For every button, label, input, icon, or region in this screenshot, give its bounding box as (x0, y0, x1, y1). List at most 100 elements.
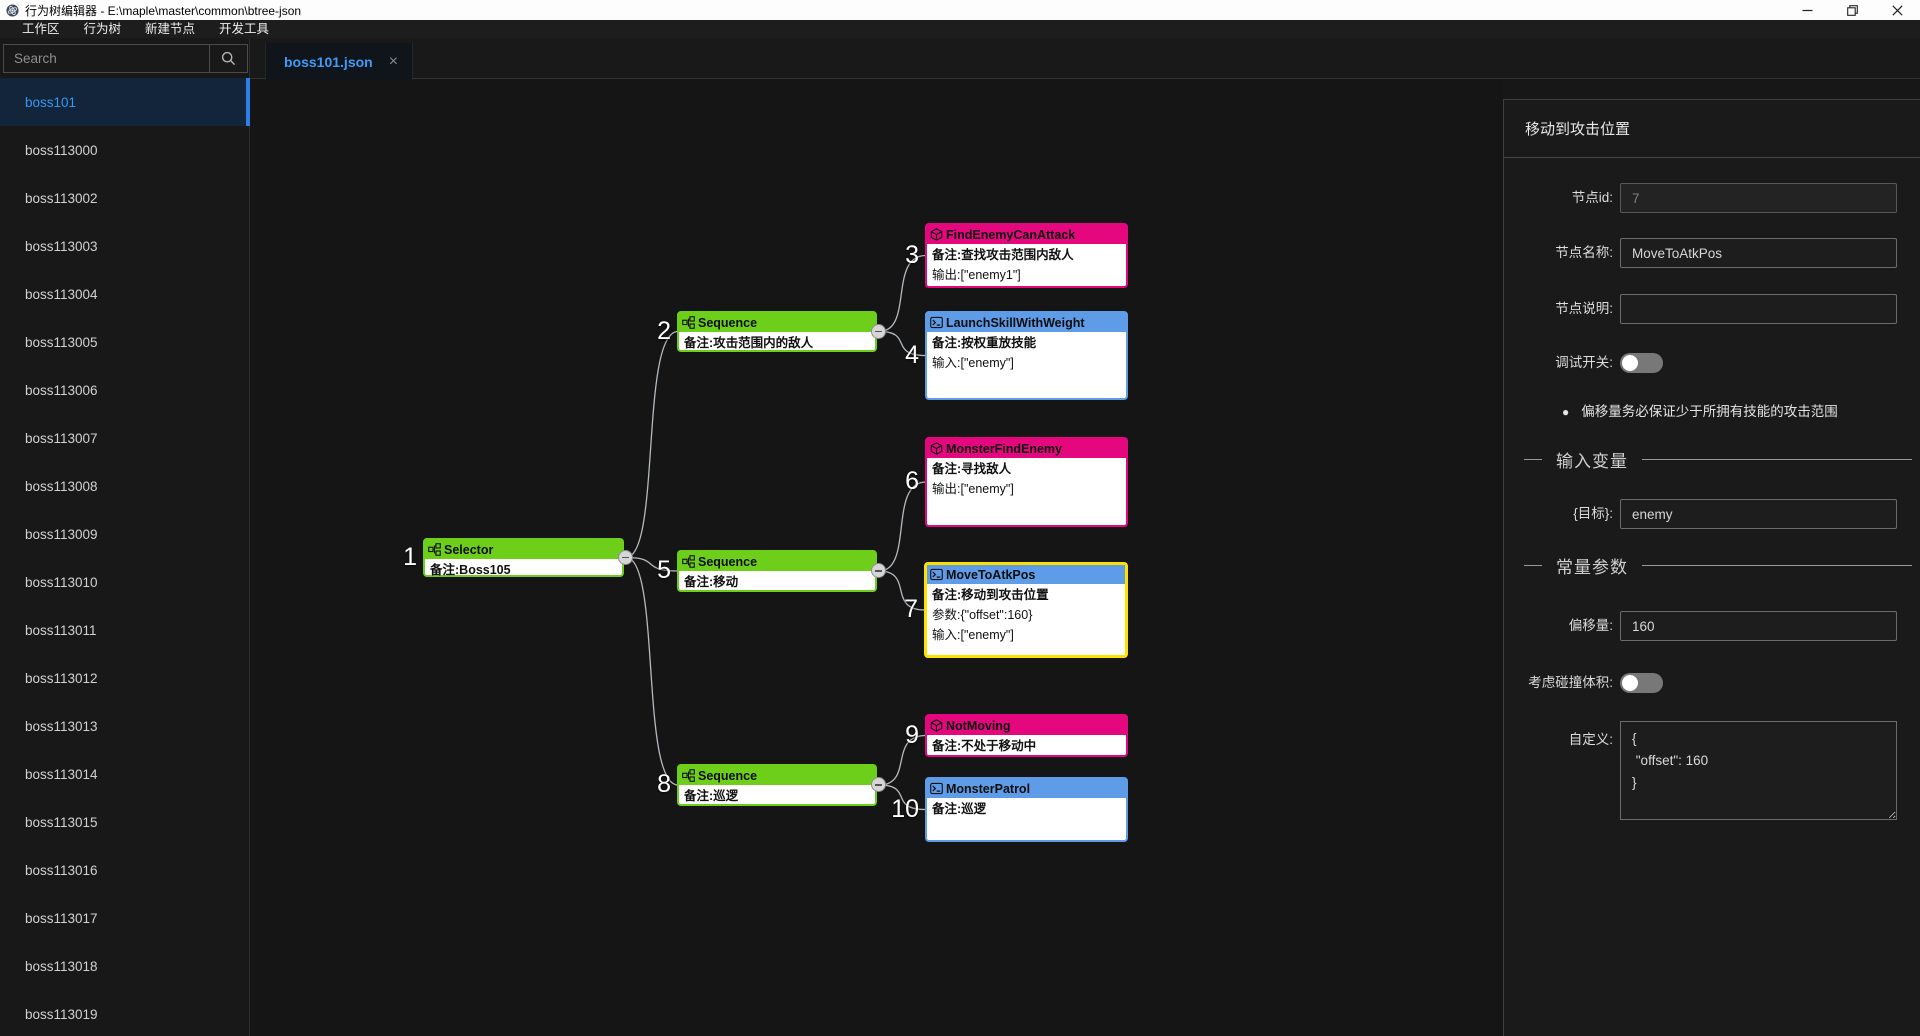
menu-item-3[interactable]: 开发工具 (219, 22, 270, 36)
sidebar-item-boss113003[interactable]: boss113003 (25, 238, 98, 254)
node-title: Selector (444, 542, 494, 557)
debug-toggle[interactable] (1620, 353, 1663, 373)
target-row: {目标}: (1504, 499, 1920, 529)
sidebar-item-boss113008[interactable]: boss113008 (25, 478, 98, 494)
node-body-line: 备注:巡逻 (684, 789, 739, 803)
toggle-knob (1622, 355, 1638, 371)
collision-toggle[interactable] (1620, 673, 1663, 693)
node-body: 备注:按权重放技能输入:["enemy"] (927, 332, 1126, 373)
sidebar-item-boss113013[interactable]: boss113013 (25, 718, 98, 734)
minus-icon (875, 784, 882, 786)
node-header: NotMoving (927, 716, 1126, 735)
sidebar-item-boss113019[interactable]: boss113019 (25, 1006, 98, 1022)
sidebar-item-boss113014[interactable]: boss113014 (25, 766, 98, 782)
sidebar-item-boss113015[interactable]: boss113015 (25, 814, 98, 830)
restore-button[interactable] (1830, 0, 1875, 20)
node-body-line: 备注:查找攻击范围内敌人 (932, 248, 1074, 262)
node-desc-input[interactable] (1620, 294, 1897, 324)
debug-toggle-row: 调试开关: (1504, 348, 1920, 378)
inspector-title: 移动到攻击位置 (1525, 121, 1631, 138)
edge-1-2 (625, 330, 679, 559)
node-order-label: 7 (904, 595, 918, 623)
offset-row: 偏移量: (1504, 611, 1920, 641)
node-header: FindEnemyCanAttack (927, 225, 1126, 244)
menu-item-0[interactable]: 工作区 (22, 22, 60, 36)
menu-item-1[interactable]: 行为树 (83, 22, 122, 36)
sidebar-item-boss113011[interactable]: boss113011 (25, 622, 97, 638)
node-header: MonsterPatrol (927, 779, 1126, 798)
target-input[interactable] (1620, 499, 1897, 529)
node-body: 备注:Boss105 (425, 559, 622, 580)
collapse-port[interactable] (871, 563, 886, 578)
search-icon (221, 51, 236, 66)
node-header: Selector (425, 540, 622, 559)
edge-2-4 (878, 330, 927, 357)
node-desc-label: 节点说明: (1555, 301, 1613, 316)
edge-1-5 (625, 556, 679, 572)
hint-note: ●偏移量务必保证少于所拥有技能的攻击范围 (1562, 402, 1908, 422)
bt-node-LaunchSkillWithWeight[interactable]: LaunchSkillWithWeight 备注:按权重放技能输入:["enemy… (925, 311, 1128, 400)
title-bar: 行为树编辑器 - E:\maple\master\common\btree-js… (0, 0, 1920, 20)
search-button[interactable] (209, 45, 247, 72)
sidebar-item-boss113005[interactable]: boss113005 (25, 334, 98, 350)
sidebar-item-boss113007[interactable]: boss113007 (25, 430, 98, 446)
sidebar-item-boss113000[interactable]: boss113000 (25, 142, 98, 158)
tab-close-icon[interactable]: × (388, 52, 399, 70)
node-body-line: 输入:["enemy"] (932, 356, 1014, 370)
menu-item-2[interactable]: 新建节点 (145, 22, 196, 36)
menu-bar: 工作区 行为树 新建节点 开发工具 (0, 20, 1920, 38)
bt-node-Selector[interactable]: Selector 备注:Boss105 (423, 538, 624, 577)
tree-icon (682, 769, 695, 782)
collapse-port[interactable] (618, 549, 633, 565)
node-body-line: 参数:{"offset":160} (932, 608, 1033, 622)
node-order-label: 3 (905, 240, 919, 269)
inspector-panel: 移动到攻击位置 节点id: 节点名称: 节点说明: 调试开关: ●偏移量务必保证… (1503, 79, 1920, 1036)
sidebar-item-boss113010[interactable]: boss113010 (25, 574, 98, 590)
sidebar-item-boss113012[interactable]: boss113012 (25, 670, 98, 686)
sidebar-item-boss113018[interactable]: boss113018 (25, 958, 98, 974)
minus-icon (875, 570, 882, 572)
toggle-knob (1622, 675, 1638, 691)
node-body: 备注:攻击范围内的敌人 (679, 332, 875, 353)
node-title: MonsterFindEnemy (946, 441, 1062, 456)
bullet-icon: ● (1562, 405, 1570, 419)
inspector-box: 移动到攻击位置 节点id: 节点名称: 节点说明: 调试开关: ●偏移量务必保证… (1503, 99, 1920, 1036)
collapse-port[interactable] (871, 777, 886, 792)
sidebar-item-boss113002[interactable]: boss113002 (25, 190, 98, 206)
close-button[interactable] (1875, 0, 1920, 20)
minimize-button[interactable] (1785, 0, 1830, 20)
collapse-port[interactable] (871, 323, 886, 339)
edge-2-3 (878, 254, 927, 333)
node-order-label: 8 (657, 770, 671, 798)
node-title: MoveToAtkPos (946, 567, 1036, 582)
custom-json-textarea[interactable]: { "offset": 160 } (1620, 721, 1897, 820)
sidebar-item-boss113004[interactable]: boss113004 (25, 286, 98, 302)
section-const-params: 常量参数 (1524, 550, 1912, 580)
node-header: Sequence (679, 313, 875, 332)
node-name-input[interactable] (1620, 238, 1897, 268)
cube-icon (930, 442, 943, 455)
sidebar-item-boss113016[interactable]: boss113016 (25, 862, 98, 878)
node-id-label: 节点id: (1571, 190, 1613, 205)
minus-icon (622, 556, 629, 558)
sidebar-item-boss113006[interactable]: boss113006 (25, 382, 98, 398)
sidebar-item-boss113017[interactable]: boss113017 (25, 910, 98, 926)
window-title: 行为树编辑器 - E:\maple\master\common\btree-js… (25, 3, 302, 18)
search-input[interactable] (4, 45, 209, 72)
tab-boss101[interactable]: boss101.json × (265, 43, 414, 80)
sidebar-item-boss101[interactable]: boss101 (0, 78, 250, 126)
node-title: LaunchSkillWithWeight (946, 315, 1085, 330)
edge-5-6 (878, 481, 927, 572)
node-title: NotMoving (946, 718, 1011, 733)
offset-input[interactable] (1620, 611, 1897, 641)
sidebar-item-boss113009[interactable]: boss113009 (25, 526, 98, 542)
